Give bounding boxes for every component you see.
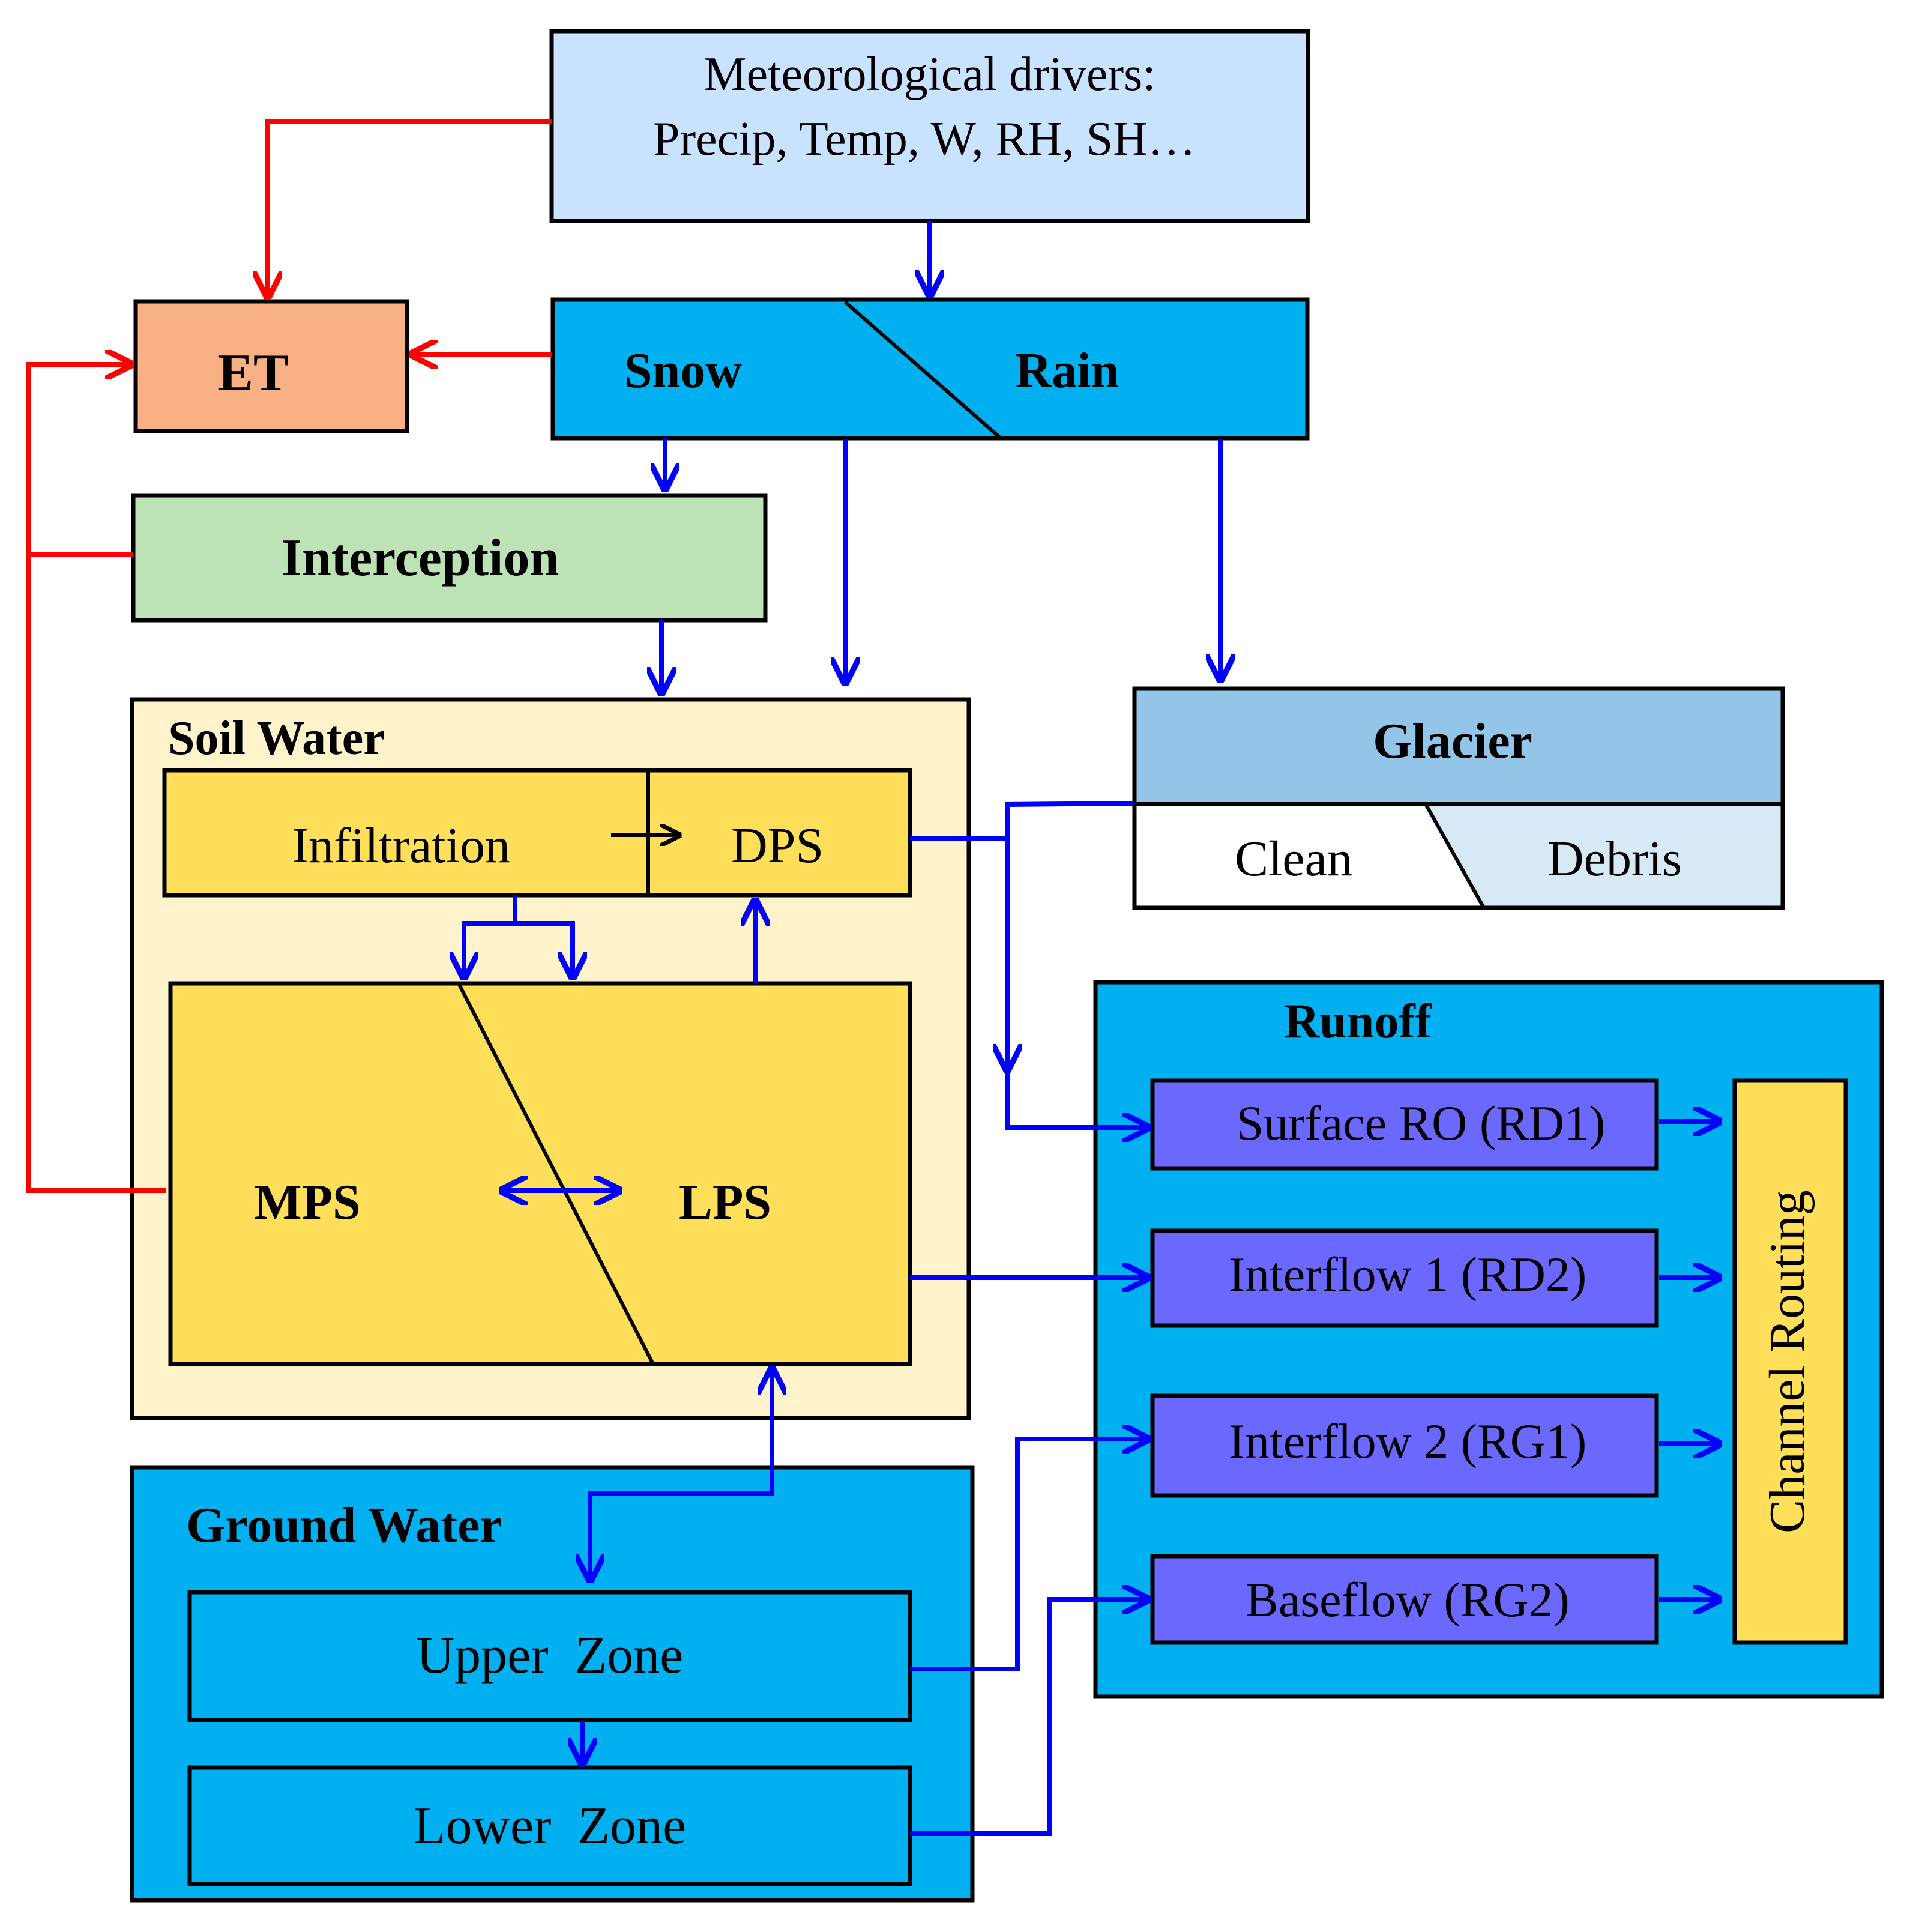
upper-zone-to-interflow2-arrow <box>910 1439 1146 1671</box>
mps-label: MPS <box>254 1174 360 1230</box>
debris-area <box>1426 805 1781 906</box>
baseflow-box <box>1150 1554 1659 1645</box>
interflow-1-label: Interflow 1 (RD2) <box>1229 1247 1587 1302</box>
clean-label: Clean <box>1235 831 1352 887</box>
et-box: ET <box>133 299 409 433</box>
runoff-title: Runoff <box>1284 994 1433 1048</box>
rain-label: Rain <box>1016 343 1119 399</box>
interflow-1-box <box>1150 1228 1659 1328</box>
glacier-to-surface-line <box>1005 801 1135 839</box>
meteo-to-et-arrow <box>268 119 552 295</box>
snow-rain-divider <box>844 300 1001 439</box>
soil-to-upper-zone-arrow <box>590 1458 774 1579</box>
to-surface-ro-arrow <box>1005 1069 1146 1128</box>
surface-ro-box <box>1150 1078 1659 1171</box>
surface-ro-label: Surface RO (RD1) <box>1237 1096 1606 1150</box>
ground-water-title: Ground Water <box>186 1497 502 1553</box>
glacier-title: Glacier <box>1373 713 1532 769</box>
interflow-2-box <box>1150 1393 1659 1498</box>
infiltration-label: Infiltration <box>292 818 510 874</box>
et-flows <box>26 119 552 1193</box>
ground-water-box: Ground Water Upper Zone Lower Zone <box>130 1465 975 1903</box>
interception-box: Interception <box>131 493 768 623</box>
infiltration-dps-box: Infiltration DPS <box>162 768 912 898</box>
snow-rain-box: Snow Rain <box>550 297 1310 441</box>
soil-water-box: Soil Water Infiltration DPS MPS LPS <box>130 697 971 1420</box>
mps-to-et-arrow <box>26 364 166 1193</box>
infiltration-to-lps-arrow <box>515 921 573 976</box>
debris-label: Debris <box>1547 831 1682 887</box>
lps-label: LPS <box>679 1174 771 1230</box>
baseflow-label: Baseflow (RG2) <box>1246 1572 1570 1627</box>
snow-label: Snow <box>624 343 742 399</box>
meteorological-drivers-box: Meteorological drivers: Precip, Temp, W,… <box>549 29 1310 223</box>
water-flows <box>464 221 1220 1836</box>
et-label: ET <box>218 344 288 402</box>
infiltration-to-mps-arrow <box>464 895 517 976</box>
lower-zone-label: Lower Zone <box>414 1797 686 1855</box>
clean-debris-divider <box>1424 803 1486 909</box>
lower-zone-to-baseflow-arrow <box>910 1599 1146 1836</box>
upper-zone-box <box>187 1590 912 1722</box>
meteo-line-2: Precip, Temp, W, RH, SH… <box>653 113 1196 166</box>
interflow-2-label: Interflow 2 (RG1) <box>1229 1414 1587 1469</box>
mps-lps-box: MPS LPS <box>168 981 912 1366</box>
channel-routing-label: Channel Routing <box>1759 1190 1815 1533</box>
mps-lps-divider <box>457 982 654 1364</box>
meteo-line-1: Meteorological drivers: <box>703 48 1155 101</box>
dps-label: DPS <box>731 818 824 874</box>
lower-zone-box <box>187 1765 912 1886</box>
channel-routing-box <box>1732 1078 1848 1645</box>
soil-water-title: Soil Water <box>168 712 385 765</box>
runoff-box: Runoff Surface RO (RD1) Interflow 1 (RD2… <box>1093 980 1884 1699</box>
upper-zone-label: Upper Zone <box>417 1626 684 1685</box>
glacier-box: Glacier Clean Debris <box>1132 686 1785 910</box>
interception-label: Interception <box>282 529 559 587</box>
